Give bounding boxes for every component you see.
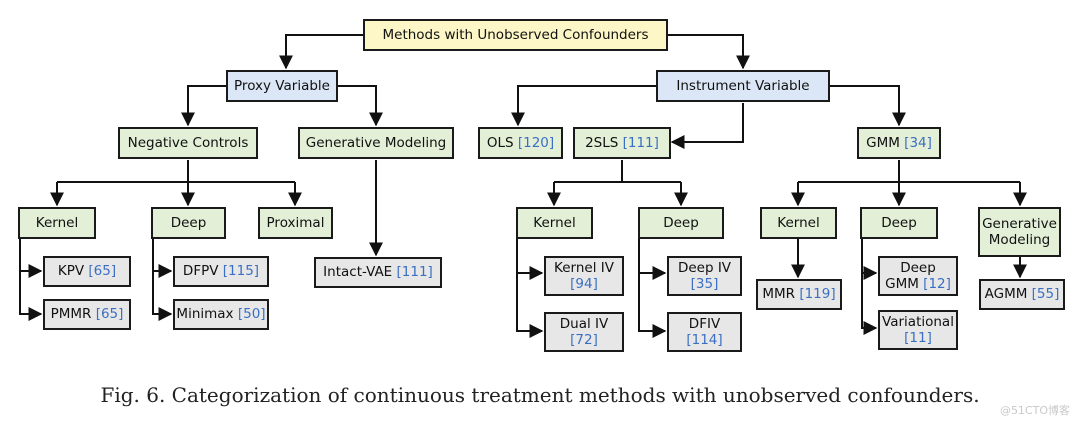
variational-node: Variational [11] — [878, 310, 958, 350]
deep-gmm-ref: [12] — [923, 276, 951, 292]
tsls-ref: [111] — [622, 134, 659, 151]
nc-kernel-node: Kernel — [18, 207, 96, 239]
kernel-iv-ref: [94] — [570, 276, 598, 292]
nc-deep-node: Deep — [151, 207, 226, 239]
mmr-ref: [119] — [799, 286, 836, 303]
agmm-node: AGMM [55] — [979, 279, 1065, 310]
dfiv-node: DFIV [114] — [667, 312, 742, 352]
tsls-kernel-label: Kernel — [533, 214, 576, 231]
pmmr-node: PMMR [65] — [43, 299, 131, 330]
nc-deep-label: Deep — [170, 214, 207, 231]
deep-iv-ref: [35] — [690, 276, 719, 292]
dfpv-ref: [115] — [222, 263, 260, 280]
nc-proximal-label: Proximal — [266, 214, 325, 231]
gmm-ref: [34] — [904, 134, 932, 151]
proxy-variable-node: Proxy Variable — [226, 70, 338, 102]
gmm-kernel-node: Kernel — [760, 207, 837, 239]
ols-label: OLS [120] — [486, 134, 555, 151]
kpv-ref: [65] — [88, 263, 117, 280]
figure-caption: Fig. 6. Categorization of continuous tre… — [100, 383, 980, 407]
proxy-variable-label: Proxy Variable — [234, 77, 330, 94]
tsls-kernel-node: Kernel — [516, 207, 593, 239]
dfiv-ref: [114] — [686, 332, 723, 348]
negative-controls-node: Negative Controls — [118, 127, 258, 159]
pmmr-ref: [65] — [95, 306, 124, 323]
instrument-variable-label: Instrument Variable — [676, 77, 810, 94]
gmm-deep-label: Deep — [881, 214, 917, 231]
variational-ref: [11] — [904, 330, 932, 346]
root-label: Methods with Unobserved Confounders — [382, 26, 649, 43]
instrument-variable-node: Instrument Variable — [656, 70, 830, 102]
dual-iv-ref: [72] — [570, 332, 598, 348]
deep-gmm-node: Deep GMM [12] — [878, 256, 958, 296]
gmm-deep-node: Deep — [860, 207, 938, 239]
mmr-node: MMR [119] — [756, 279, 842, 310]
gmm-kernel-label: Kernel — [777, 214, 820, 231]
kernel-iv-node: Kernel IV [94] — [544, 256, 624, 296]
gmm-label: GMM [34] — [866, 134, 932, 151]
nc-kernel-label: Kernel — [35, 214, 79, 231]
ols-ref: [120] — [517, 134, 555, 151]
dual-iv-node: Dual IV [72] — [544, 312, 624, 352]
tsls-deep-node: Deep — [638, 207, 724, 239]
watermark: @51CTO博客 — [999, 404, 1070, 417]
gmm-node: GMM [34] — [857, 127, 941, 159]
generative-modeling-node: Generative Modeling — [298, 127, 454, 159]
minimax-node: Minimax [50] — [173, 299, 269, 330]
kpv-node: KPV [65] — [43, 256, 131, 287]
minimax-ref: [50] — [237, 306, 266, 323]
deep-iv-node: Deep IV [35] — [667, 256, 742, 296]
gmm-generative-modeling-node: Generative Modeling — [978, 207, 1061, 257]
generative-modeling-label: Generative Modeling — [305, 134, 447, 151]
tsls-deep-label: Deep — [663, 214, 699, 231]
negative-controls-label: Negative Controls — [127, 134, 249, 151]
tsls-label: 2SLS [111] — [585, 134, 659, 151]
dfpv-node: DFPV [115] — [173, 256, 269, 287]
intact-vae-node: Intact-VAE [111] — [314, 257, 442, 288]
intact-vae-ref: [111] — [396, 264, 433, 281]
agmm-ref: [55] — [1031, 286, 1060, 303]
tsls-node: 2SLS [111] — [573, 127, 671, 159]
nc-proximal-node: Proximal — [258, 207, 333, 239]
root-node: Methods with Unobserved Confounders — [363, 19, 668, 51]
ols-node: OLS [120] — [478, 127, 563, 159]
